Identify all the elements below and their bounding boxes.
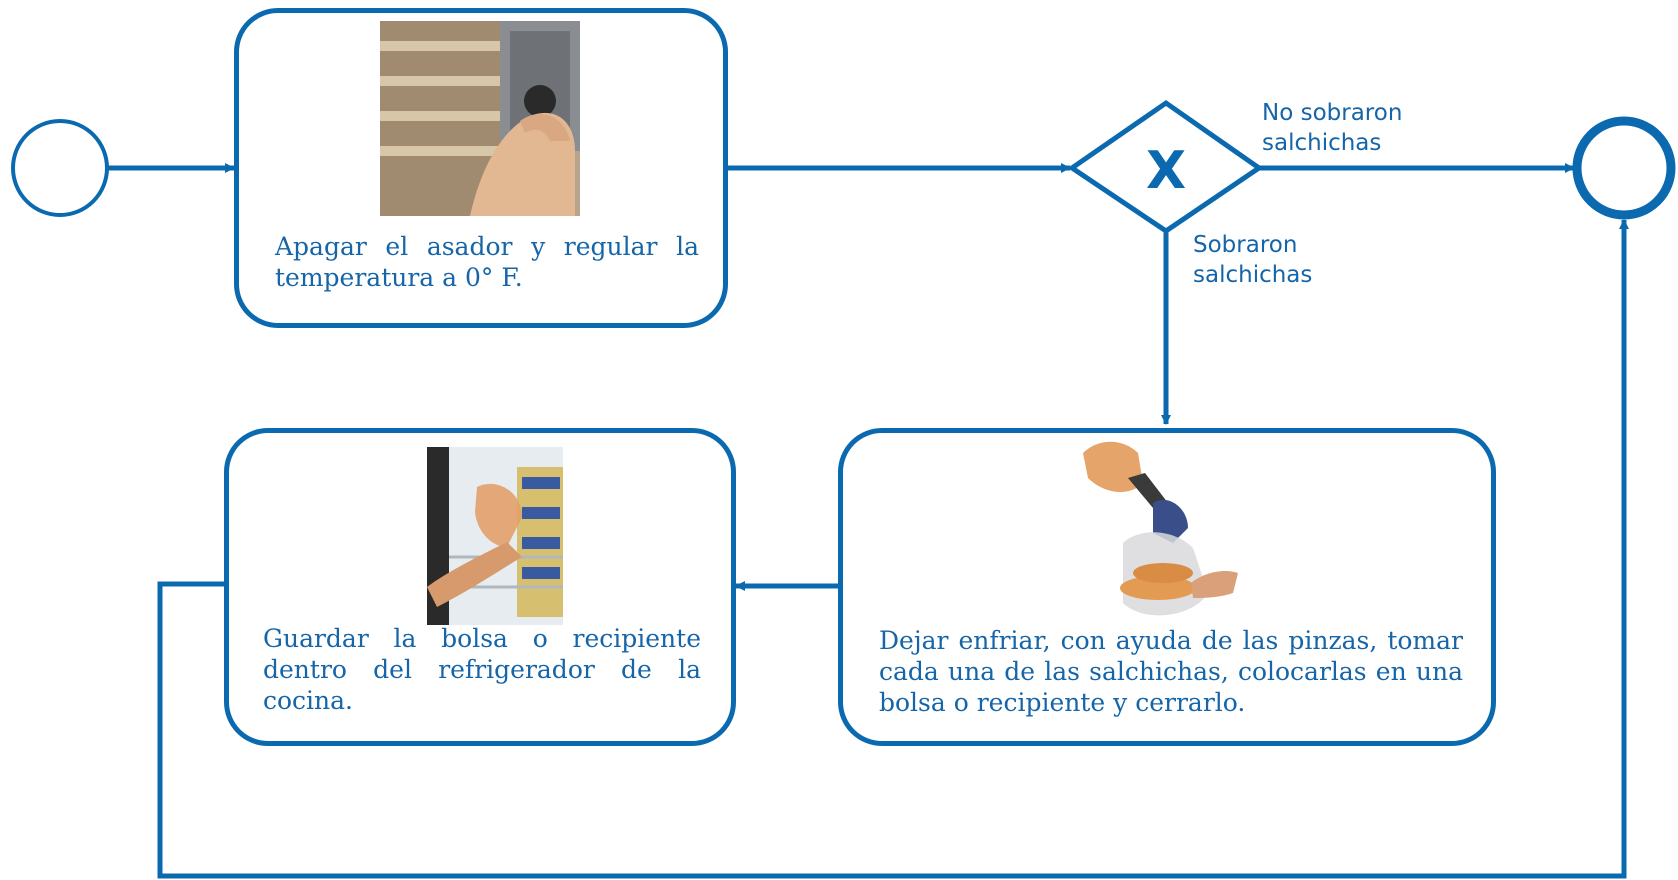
task-store-text: Guardar la bolsa o recipiente dentro del…	[263, 624, 701, 715]
flow-store-to-end	[157, 219, 1629, 879]
flow-label-leftovers: Sobraron salchichas	[1193, 230, 1353, 290]
task-turn-off-text: Apagar el asador y regular la temperatur…	[275, 232, 699, 292]
refrigerator-photo	[427, 447, 563, 625]
start-event	[11, 119, 109, 217]
gateway-exclusive-mark: X	[1145, 141, 1187, 201]
task-cool-down: Dejar enfriar, con ayuda de las pinzas, …	[838, 428, 1496, 746]
thermostat-knob-photo	[380, 21, 580, 216]
task-store: Guardar la bolsa o recipiente dentro del…	[224, 428, 736, 746]
flow-label-no-leftovers-text: No sobraron salchichas	[1262, 100, 1403, 156]
task-cool-down-text: Dejar enfriar, con ayuda de las pinzas, …	[879, 626, 1463, 717]
task-turn-off-grill: Apagar el asador y regular la temperatur…	[234, 8, 728, 328]
end-event	[1572, 116, 1676, 220]
flow-label-leftovers-text: Sobraron salchichas	[1193, 232, 1313, 288]
sausages-in-bag-photo	[1073, 433, 1243, 628]
flow-label-no-leftovers: No sobraron salchichas	[1262, 98, 1442, 158]
